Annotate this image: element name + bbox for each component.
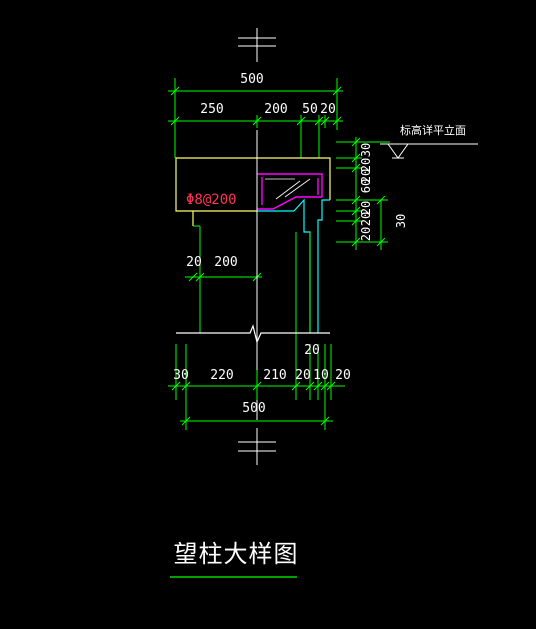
right-dimension-texts: 30 20 20 60 20 20 20 30 (359, 143, 408, 241)
right-dim-20c: 20 (359, 201, 373, 215)
top-dim-200: 200 (264, 102, 287, 117)
bottom-dim-210: 210 (263, 368, 286, 383)
rebar-label: Φ8@200 (186, 192, 237, 208)
right-dim-20d: 20 (359, 212, 373, 226)
level-note: 标高详平立面 (400, 123, 466, 137)
top-dim-250: 250 (200, 102, 223, 117)
top-overall-dim: 500 (240, 72, 263, 87)
top-dimension-lines (168, 78, 343, 158)
bottom-dim-30: 30 (173, 368, 189, 383)
rebar-ties (265, 178, 311, 200)
right-dim-20a: 20 (359, 158, 373, 172)
right-dim-60: 60 (359, 179, 373, 193)
bottom-dim-20b: 20 (335, 368, 351, 383)
top-dim-50: 50 (302, 102, 318, 117)
bottom-dimension-lines (168, 344, 345, 430)
right-dim-30: 30 (359, 143, 373, 157)
bottom-dim-20a: 20 (295, 368, 311, 383)
right-dimension-lines (336, 137, 390, 250)
rebar-cage (257, 173, 323, 210)
right-dim-20b: 20 (359, 169, 373, 183)
post-outline (257, 198, 330, 333)
level-symbol (380, 143, 478, 159)
bottom-dim-220: 220 (210, 368, 233, 383)
top-dim-20: 20 (320, 102, 336, 117)
break-line (176, 324, 330, 344)
coping-outline (175, 157, 331, 226)
bottom-dim-20-top: 20 (304, 343, 320, 358)
drawing-title: 望柱大样图 (174, 540, 299, 568)
left-dim-200: 200 (214, 255, 237, 270)
left-dim-20: 20 (186, 255, 202, 270)
bottom-dim-10: 10 (313, 368, 329, 383)
right-dim-20e: 20 (359, 227, 373, 241)
post-body-lines (185, 225, 311, 360)
centerline-marks (238, 28, 276, 465)
right-dim-30-outer: 30 (394, 214, 408, 228)
bottom-overall-dim: 500 (242, 401, 265, 416)
